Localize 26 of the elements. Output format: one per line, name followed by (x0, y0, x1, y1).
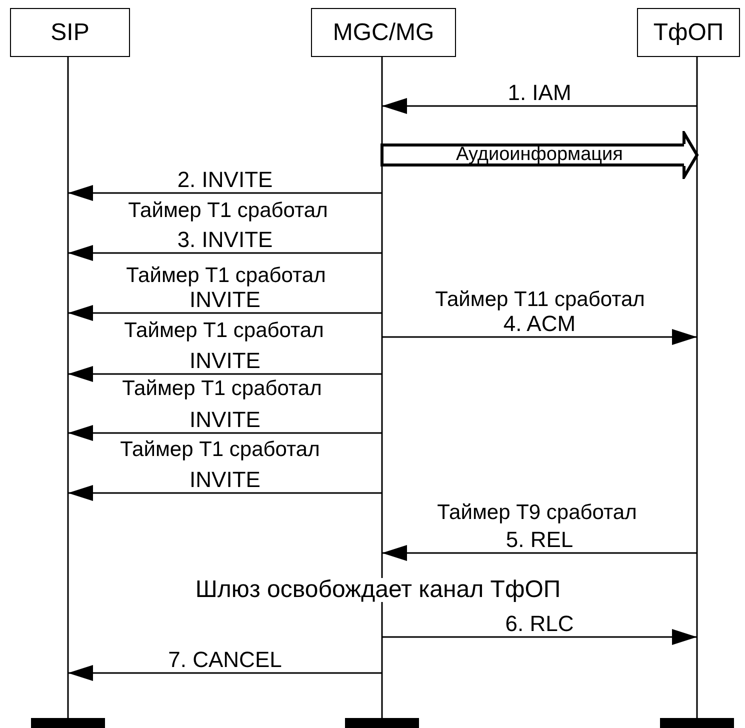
edge-label: Аудиоинформация (456, 145, 623, 164)
message-arrow (382, 329, 697, 345)
message-arrow (68, 245, 382, 261)
message-arrow (382, 629, 697, 645)
edge-label: INVITE (190, 409, 260, 431)
edge-label: INVITE (190, 350, 260, 372)
edge-label: INVITE (190, 289, 260, 311)
message-arrow (68, 485, 382, 501)
edge-label: 1. IAM (508, 82, 572, 104)
participant-box: SIP (10, 8, 130, 57)
edge-label: 3. INVITE (177, 229, 273, 251)
edge-label: 5. REL (506, 529, 574, 551)
participant-box: MGC/MG (311, 8, 456, 57)
message-arrow (382, 98, 697, 114)
edge-label: 7. CANCEL (168, 649, 282, 671)
edge-label: INVITE (190, 469, 260, 491)
edge-label: 2. INVITE (177, 169, 273, 191)
edge-label: 4. ACM (503, 313, 576, 335)
participant-box: ТфОП (637, 8, 740, 57)
message-arrow (68, 425, 382, 441)
message-arrow (382, 545, 697, 561)
message-arrow (68, 366, 382, 382)
message-arrow (68, 665, 382, 681)
message-arrow (68, 185, 382, 201)
message-arrow (68, 305, 382, 321)
edge-label: 6. RLC (505, 613, 574, 635)
